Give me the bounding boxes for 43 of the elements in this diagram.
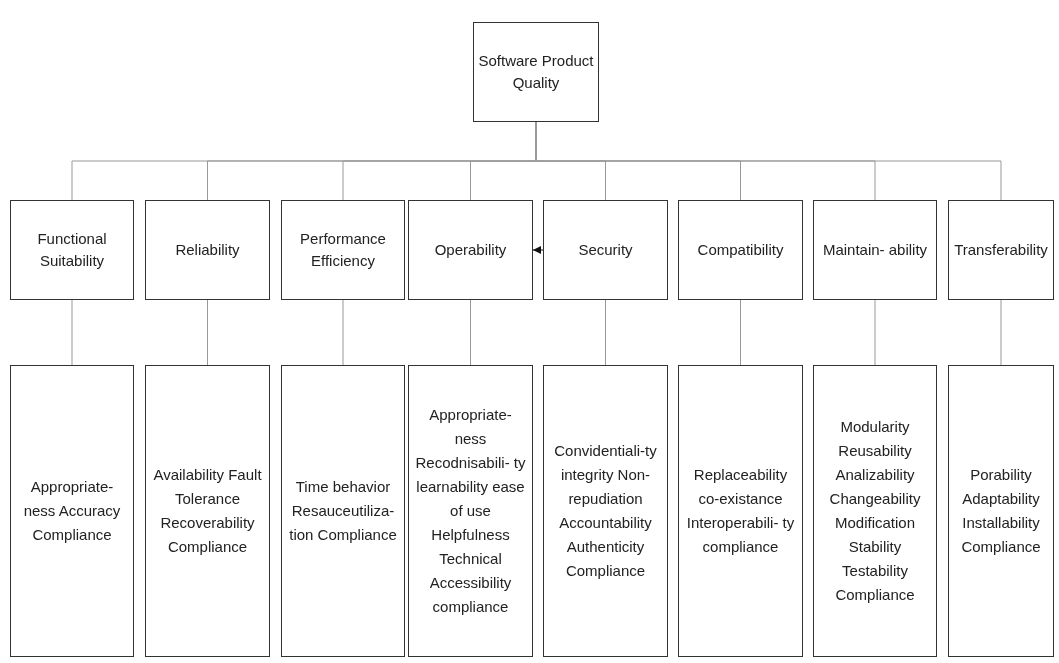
node-label: Security (578, 240, 633, 261)
node-label: Compatibility (697, 240, 784, 261)
attribute-list-box (10, 365, 134, 657)
connector-line (1000, 299, 1002, 366)
node-label: Software Product Quality (478, 51, 594, 93)
connector-line (605, 299, 606, 366)
connector-line (71, 299, 73, 366)
node-label: Appropriate- ness Accuracy Compliance (22, 477, 122, 545)
attribute-list-box (281, 365, 405, 657)
node-label: Modularity Reusability Analizability Changeability Modification Stability Testability Compliance (828, 417, 922, 605)
connector-line (207, 299, 208, 366)
root-box (473, 22, 599, 122)
node-label: Performance Efficiency (299, 229, 387, 271)
node-label: Operability (434, 240, 507, 261)
node-label: Functional Suitability (36, 229, 108, 271)
category-box (281, 200, 405, 300)
attribute-list-box (678, 365, 803, 657)
node-label: Replaceability co-existance Interoperabili- ty compliance (685, 465, 796, 557)
category-box (10, 200, 134, 300)
node-label: Reliability (175, 240, 240, 261)
connector-line (470, 299, 471, 366)
connector-line (342, 299, 344, 366)
node-label: Time behavior Resauceutiliza- tion Compliance (288, 477, 398, 545)
category-box (678, 200, 803, 300)
attribute-list-box (813, 365, 937, 657)
attribute-list-box (948, 365, 1054, 657)
attribute-list-box (145, 365, 270, 657)
connector-line (740, 299, 741, 366)
category-box (948, 200, 1054, 300)
node-label: Porability Adaptability Installability Compliance (960, 465, 1042, 557)
node-label: Convidentiali-ty integrity Non- repudiation Accountability Authenticity Compliance (553, 441, 658, 581)
category-box (813, 200, 937, 300)
attribute-list-box (408, 365, 533, 657)
arrow (532, 246, 544, 254)
connector-line (874, 299, 876, 366)
node-label: Availability Fault Tolerance Recoverability Compliance (152, 465, 263, 557)
category-box (408, 200, 533, 300)
node-label: Transferability (954, 240, 1048, 261)
node-label: Appropriate- ness Recodnisabili- ty learnability ease of use Helpfulness Technical Accessibility compliance (414, 405, 527, 617)
category-box (145, 200, 270, 300)
node-label: Maintain- ability (822, 240, 928, 261)
category-box (543, 200, 668, 300)
attribute-list-box (543, 365, 668, 657)
